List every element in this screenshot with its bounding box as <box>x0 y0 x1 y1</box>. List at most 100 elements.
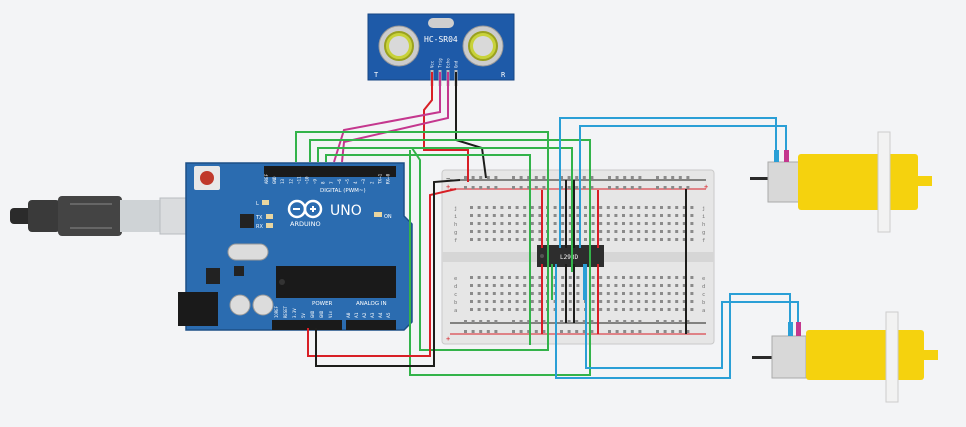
breadboard-hole[interactable] <box>485 238 489 241</box>
breadboard-hole[interactable] <box>599 276 603 279</box>
breadboard-hole[interactable] <box>576 230 580 233</box>
breadboard-hole[interactable] <box>477 238 481 241</box>
breadboard-hole[interactable] <box>515 206 519 209</box>
rail-hole[interactable] <box>560 330 563 333</box>
breadboard-hole[interactable] <box>477 308 481 311</box>
breadboard-hole[interactable] <box>652 284 656 287</box>
breadboard-hole[interactable] <box>644 284 648 287</box>
rail-hole[interactable] <box>494 176 498 179</box>
breadboard-hole[interactable] <box>508 230 511 233</box>
breadboard-hole[interactable] <box>561 284 565 287</box>
rail-hole[interactable] <box>608 176 611 179</box>
breadboard-hole[interactable] <box>599 308 603 311</box>
breadboard-hole[interactable] <box>606 230 610 233</box>
breadboard-hole[interactable] <box>614 276 618 279</box>
breadboard-hole[interactable] <box>637 300 641 303</box>
breadboard-hole[interactable] <box>644 300 648 303</box>
breadboard-hole[interactable] <box>523 214 527 217</box>
breadboard-hole[interactable] <box>690 238 694 241</box>
rail-hole[interactable] <box>560 186 563 189</box>
breadboard-hole[interactable] <box>561 206 565 209</box>
breadboard-hole[interactable] <box>568 276 572 279</box>
breadboard-hole[interactable] <box>568 230 572 233</box>
rail-hole[interactable] <box>608 320 611 323</box>
breadboard-hole[interactable] <box>500 222 504 225</box>
breadboard-hole[interactable] <box>515 276 519 279</box>
breadboard-hole[interactable] <box>591 308 595 311</box>
l293d-chip[interactable]: L293D <box>537 245 604 267</box>
rail-hole[interactable] <box>638 320 642 323</box>
breadboard-hole[interactable] <box>508 238 511 241</box>
breadboard-hole[interactable] <box>660 230 663 233</box>
breadboard-hole[interactable] <box>622 292 625 295</box>
breadboard-hole[interactable] <box>644 276 648 279</box>
breadboard-hole[interactable] <box>470 276 473 279</box>
breadboard-hole[interactable] <box>485 214 489 217</box>
rail-hole[interactable] <box>542 186 546 189</box>
breadboard-hole[interactable] <box>652 222 656 225</box>
breadboard-hole[interactable] <box>508 292 511 295</box>
breadboard-hole[interactable] <box>470 230 473 233</box>
breadboard-hole[interactable] <box>690 222 694 225</box>
breadboard-hole[interactable] <box>606 206 610 209</box>
breadboard-hole[interactable] <box>637 230 641 233</box>
breadboard-hole[interactable] <box>622 308 625 311</box>
rail-hole[interactable] <box>608 186 611 189</box>
rail-hole[interactable] <box>560 320 563 323</box>
breadboard-hole[interactable] <box>523 206 527 209</box>
rail-hole[interactable] <box>623 330 627 333</box>
rail-hole[interactable] <box>512 320 515 323</box>
breadboard-hole[interactable] <box>515 292 519 295</box>
breadboard-hole[interactable] <box>568 222 572 225</box>
breadboard-hole[interactable] <box>637 276 641 279</box>
breadboard-hole[interactable] <box>622 276 625 279</box>
breadboard-hole[interactable] <box>599 238 603 241</box>
rail-hole[interactable] <box>630 330 634 333</box>
breadboard-hole[interactable] <box>500 238 504 241</box>
breadboard-hole[interactable] <box>599 292 603 295</box>
breadboard-hole[interactable] <box>530 276 534 279</box>
breadboard-hole[interactable] <box>667 284 671 287</box>
breadboard-hole[interactable] <box>561 222 565 225</box>
rail-hole[interactable] <box>638 186 642 189</box>
breadboard-hole[interactable] <box>477 230 481 233</box>
breadboard-hole[interactable] <box>515 230 519 233</box>
breadboard-hole[interactable] <box>561 276 565 279</box>
breadboard-hole[interactable] <box>622 230 625 233</box>
breadboard-hole[interactable] <box>622 206 625 209</box>
breadboard-hole[interactable] <box>538 230 542 233</box>
rail-hole[interactable] <box>512 176 515 179</box>
rail-hole[interactable] <box>678 176 682 179</box>
breadboard-hole[interactable] <box>629 214 633 217</box>
rail-hole[interactable] <box>534 176 538 179</box>
rail-hole[interactable] <box>671 320 675 323</box>
rail-hole[interactable] <box>678 186 682 189</box>
breadboard-hole[interactable] <box>629 300 633 303</box>
breadboard-hole[interactable] <box>568 284 572 287</box>
breadboard-hole[interactable] <box>568 300 572 303</box>
breadboard-hole[interactable] <box>508 222 511 225</box>
breadboard-hole[interactable] <box>660 276 663 279</box>
breadboard-hole[interactable] <box>523 276 527 279</box>
rail-hole[interactable] <box>542 176 546 179</box>
breadboard-hole[interactable] <box>591 284 595 287</box>
breadboard-hole[interactable] <box>508 214 511 217</box>
breadboard-hole[interactable] <box>629 222 633 225</box>
breadboard-hole[interactable] <box>652 308 656 311</box>
breadboard-hole[interactable] <box>667 276 671 279</box>
wires[interactable] <box>295 72 799 379</box>
breadboard-hole[interactable] <box>644 222 648 225</box>
rail-hole[interactable] <box>534 320 538 323</box>
breadboard-hole[interactable] <box>622 222 625 225</box>
breadboard-hole[interactable] <box>606 308 610 311</box>
breadboard-hole[interactable] <box>523 292 527 295</box>
breadboard-hole[interactable] <box>485 206 489 209</box>
breadboard-hole[interactable] <box>667 206 671 209</box>
breadboard-hole[interactable] <box>500 214 504 217</box>
breadboard-hole[interactable] <box>515 308 519 311</box>
breadboard-hole[interactable] <box>599 230 603 233</box>
breadboard-hole[interactable] <box>682 276 686 279</box>
breadboard-hole[interactable] <box>606 222 610 225</box>
rail-hole[interactable] <box>590 330 594 333</box>
rail-hole[interactable] <box>575 186 579 189</box>
